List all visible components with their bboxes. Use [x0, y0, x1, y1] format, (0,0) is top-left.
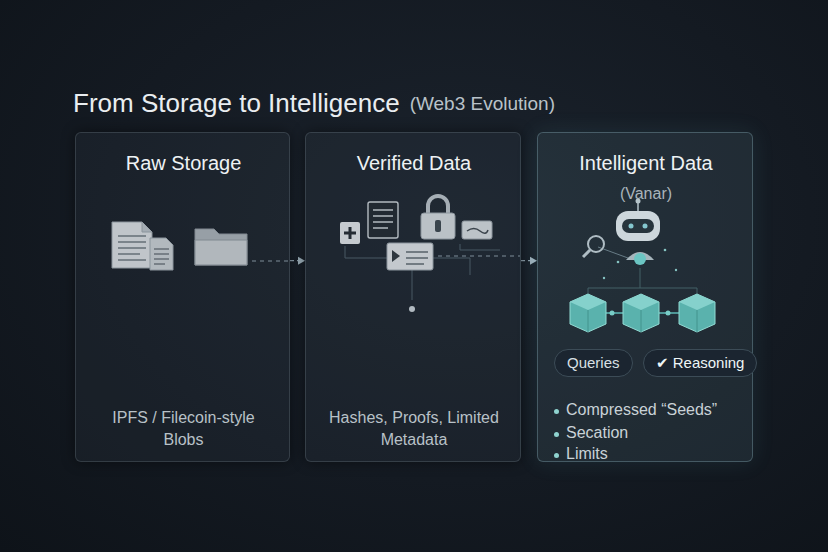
bullet-dot [554, 453, 559, 458]
bullet-text: Compressed “Seeds” [566, 401, 717, 419]
diagram-title: From Storage to Intelligence [73, 88, 400, 119]
flow-arrow [290, 257, 305, 265]
stage-panel: Intelligent Data (Vanar) Compressed “Seeds… [537, 132, 753, 462]
pill-label: ✔ Reasoning [656, 354, 744, 372]
stage-panel: Verified DataHashes, Proofs, Limited Met… [305, 132, 521, 462]
bullet-text: Secation [566, 424, 628, 442]
bullet-text: Limits [566, 445, 608, 463]
panel-text: (Vanar) [548, 183, 744, 205]
panel-text: Hashes, Proofs, Limited Metadata [326, 407, 502, 452]
panel-heading: Intelligent Data [548, 149, 744, 177]
panel-text: IPFS / Filecoin-style Blobs [96, 407, 272, 452]
subtitle: (Web3 Evolution) [410, 93, 555, 115]
pill-label: Queries [567, 354, 620, 372]
panel-heading: Raw Storage [86, 149, 281, 177]
bullet-dot [554, 432, 559, 437]
flow-arrow [521, 257, 537, 265]
bullet-dot [554, 409, 559, 414]
query-pill: Queries [554, 349, 633, 377]
stage-panel: Raw StorageIPFS / Filecoin-style Blobs [75, 132, 290, 462]
panel-heading: Verified Data [316, 149, 512, 177]
reasoning-pill: ✔ Reasoning [643, 349, 757, 377]
